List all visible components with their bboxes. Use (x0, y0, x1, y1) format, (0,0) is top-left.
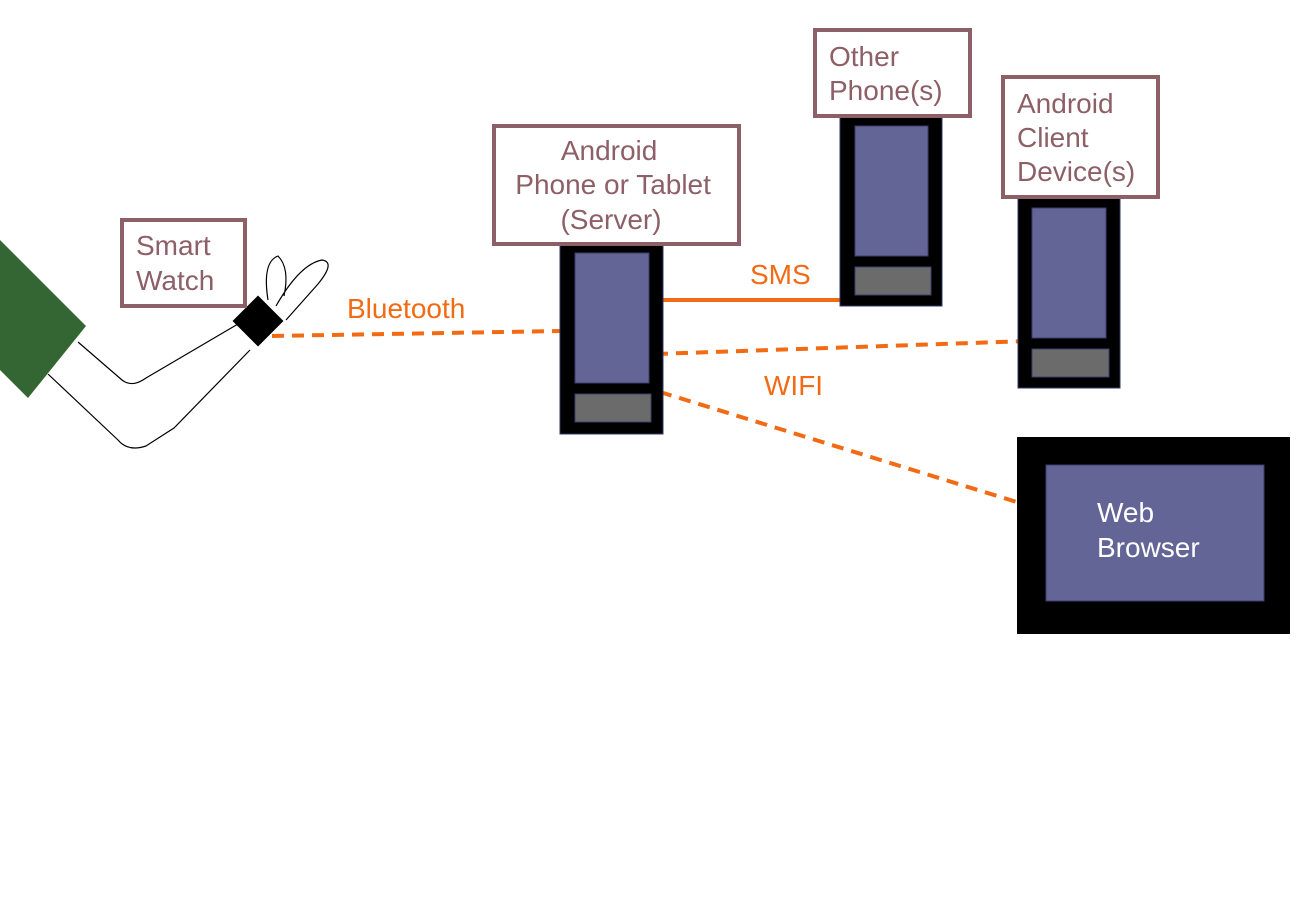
sms-label: SMS (750, 259, 811, 290)
other-phones-label-box: Other Phone(s) (813, 28, 972, 118)
svg-text:Other Phone(s): Other Phone(s) (829, 41, 943, 106)
client-devices-label-line-3: Device(s) (1017, 156, 1135, 187)
svg-text:Smart Watch: Smart Watch (136, 230, 218, 296)
wifi-client-link-line (655, 339, 1029, 356)
svg-text:Android Phone or Tablet: Android Phone or Tablet (Server) (515, 135, 718, 235)
client-phone-button (1031, 348, 1110, 378)
svg-text:Android Client Dev: Android Client Device(s) (1017, 88, 1135, 187)
other-phone-button (854, 266, 932, 296)
arm-outline (47, 323, 251, 449)
bluetooth-label: Bluetooth (347, 293, 465, 324)
server-phone (559, 237, 664, 435)
server-label-line-3: (Server) (560, 204, 661, 235)
smart-watch-label-line-1: Smart (136, 230, 211, 261)
server-phone-button (574, 393, 652, 423)
wifi-label: WIFI (764, 370, 823, 401)
other-phone (839, 112, 943, 307)
client-phone (1017, 194, 1121, 389)
smart-watch-label-line-2: Watch (136, 265, 214, 296)
client-devices-label-line-1: Android (1017, 88, 1114, 119)
server-label-line-1: Android (561, 135, 658, 166)
bluetooth-link-line (271, 329, 561, 338)
client-devices-label-box: Android Client Device(s) (1001, 75, 1160, 199)
server-phone-screen (574, 252, 650, 384)
client-devices-label-line-2: Client (1017, 122, 1089, 153)
other-phone-screen (854, 125, 929, 257)
arm-sleeve (0, 240, 86, 398)
web-browser-label-line-2: Browser (1097, 532, 1200, 563)
web-browser-label: Web Browser (1097, 497, 1200, 563)
other-phones-label-line-1: Other (829, 41, 899, 72)
client-phone-screen (1031, 207, 1107, 339)
hand-fingers (265, 255, 329, 321)
web-browser-screen (1045, 464, 1265, 602)
web-browser-monitor: Web Browser (1017, 437, 1290, 634)
other-phones-label-line-2: Phone(s) (829, 75, 943, 106)
server-label-box: Android Phone or Tablet (Server) (492, 124, 741, 246)
web-browser-label-line-1: Web (1097, 497, 1154, 528)
smart-watch-label-box: Smart Watch (120, 218, 247, 308)
wifi-browser-link-line (659, 390, 1021, 505)
server-label-line-2: Phone or Tablet (515, 169, 711, 200)
